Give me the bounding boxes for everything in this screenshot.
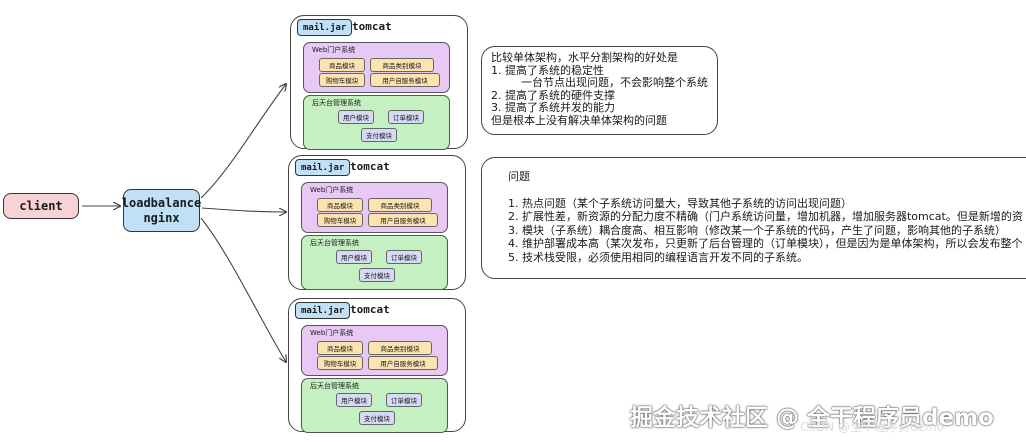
arrow-lb-to-server-1 — [200, 84, 286, 199]
container-label: tomcat — [352, 20, 392, 33]
admin-title: 后天台管理系统 — [310, 382, 359, 390]
module-box: 支付模块 — [359, 268, 395, 282]
csdn-watermark: CSDN @全干程序员demo — [800, 420, 945, 434]
server-box: mail.jar tomcat Web门户系统 商品模块 商品类别模块 购物车模… — [288, 155, 466, 290]
note-line: 3. 提高了系统并发的能力 — [491, 101, 615, 114]
note-line: 2. 扩展性差，新资源的分配力度不精确（门户系统访问量，增加机器，增加服务器to… — [508, 210, 1023, 223]
module-box: 商品模块 — [317, 341, 363, 355]
module-box: 用户自服务模块 — [370, 73, 440, 87]
jar-badge: mail.jar — [295, 302, 351, 319]
module-box: 用户自服务模块 — [368, 213, 438, 227]
note-line: 2. 提高了系统的硬件支撑 — [491, 88, 615, 102]
module-box: 订单模块 — [386, 250, 422, 264]
server-box: mail.jar tomcat Web门户系统 商品模块 商品类别模块 购物车模… — [288, 298, 466, 433]
client-label: client — [19, 198, 63, 213]
loadbalancer-label-line1: loadbalance — [121, 195, 202, 210]
arrow-lb-to-server-2 — [201, 207, 286, 212]
module-box: 商品模块 — [317, 198, 363, 212]
admin-system: 后天台管理系统 用户模块 订单模块 支付模块 — [301, 235, 448, 290]
module-box: 订单模块 — [388, 110, 424, 124]
note-line: 一台节点出现问题，不会影响整个系统 — [521, 76, 708, 89]
note-line: 比较单体架构，水平分割架构的好处是 — [491, 51, 678, 64]
admin-system: 后天台管理系统 用户模块 订单模块 支付模块 — [301, 378, 448, 433]
client-node: client — [3, 193, 79, 219]
jar-badge: mail.jar — [297, 19, 353, 36]
module-box: 用户模块 — [336, 250, 372, 264]
module-box: 用户自服务模块 — [368, 356, 438, 370]
web-portal-system: Web门户系统 商品模块 商品类别模块 购物车模块 用户自服务模块 — [301, 325, 448, 376]
watermark: 掘金技术社区 @ 全干程序员demo — [630, 405, 994, 431]
loadbalancer-label-line2: nginx — [143, 210, 180, 225]
note-line: 3. 模块（子系统）耦合度高、相互影响（修改某一个子系统的代码，产生了问题，影响… — [508, 223, 1006, 237]
module-box: 商品类别模块 — [370, 58, 434, 72]
problems-note: 问题 1. 热点问题（某个子系统访问量大，导致其他子系统的访问出现问题） 2. … — [481, 157, 1026, 279]
module-box: 购物车模块 — [317, 213, 363, 227]
web-portal-system: Web门户系统 商品模块 商品类别模块 购物车模块 用户自服务模块 — [303, 42, 450, 93]
note-line: 但是根本上没有解决单体架构的问题 — [491, 113, 667, 127]
note-line: 4. 维护部署成本高（某次发布，只更新了后台管理的（订单模块），但是因为是单体架… — [508, 237, 1023, 250]
server-box: mail.jar tomcat Web门户系统 商品模块 商品类别模块 购物车模… — [290, 15, 468, 150]
portal-title: Web门户系统 — [310, 186, 354, 194]
admin-title: 后天台管理系统 — [310, 239, 359, 247]
note-line: 5. 技术栈受限，必须使用相同的编程语言开发不同的子系统。 — [508, 250, 808, 264]
module-box: 订单模块 — [386, 393, 422, 407]
module-box: 购物车模块 — [319, 73, 365, 87]
admin-title: 后天台管理系统 — [312, 99, 361, 107]
container-label: tomcat — [350, 160, 390, 173]
advantages-note: 比较单体架构，水平分割架构的好处是 1. 提高了系统的稳定性 一台节点出现问题，… — [481, 46, 718, 135]
arrow-lb-to-server-3 — [200, 217, 286, 362]
module-box: 用户模块 — [336, 393, 372, 407]
loadbalancer-node: loadbalance nginx — [121, 189, 202, 232]
module-box: 支付模块 — [361, 128, 397, 142]
jar-badge: mail.jar — [295, 159, 351, 176]
admin-system: 后天台管理系统 用户模块 订单模块 支付模块 — [303, 95, 450, 150]
note-line: 1. 提高了系统的稳定性 — [491, 63, 604, 77]
portal-title: Web门户系统 — [310, 329, 354, 337]
module-box: 商品类别模块 — [368, 341, 432, 355]
module-box: 支付模块 — [359, 411, 395, 425]
web-portal-system: Web门户系统 商品模块 商品类别模块 购物车模块 用户自服务模块 — [301, 182, 448, 233]
container-label: tomcat — [350, 303, 390, 316]
portal-title: Web门户系统 — [312, 46, 356, 54]
module-box: 用户模块 — [338, 110, 374, 124]
note-title: 问题 — [508, 170, 530, 183]
note-line: 1. 热点问题（某个子系统访问量大，导致其他子系统的访问出现问题） — [508, 196, 852, 210]
module-box: 商品类别模块 — [368, 198, 432, 212]
module-box: 购物车模块 — [317, 356, 363, 370]
module-box: 商品模块 — [319, 58, 365, 72]
